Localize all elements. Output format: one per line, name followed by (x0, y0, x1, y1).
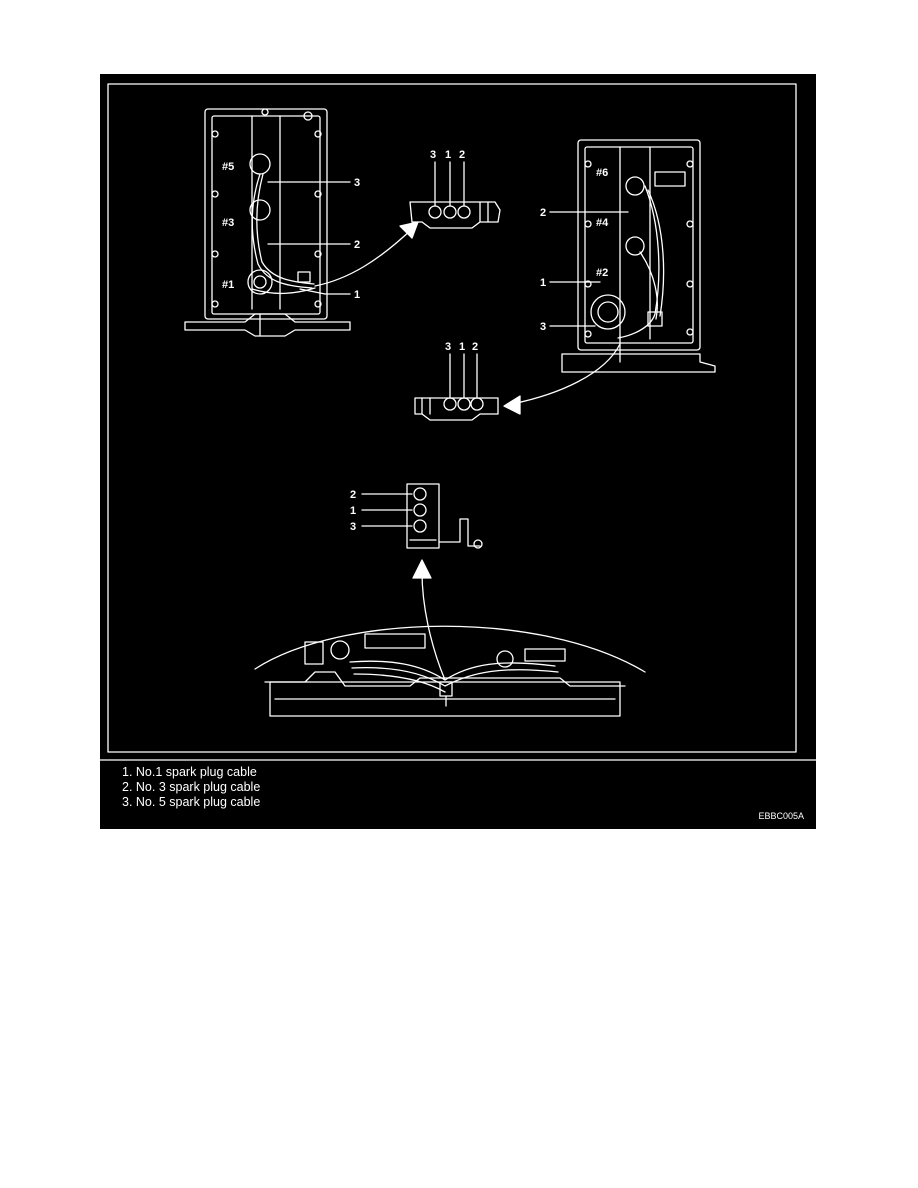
engine-view (254, 625, 646, 717)
arrow-engine-to-clamp (421, 571, 446, 681)
left-cylinder-label-2: #3 (222, 217, 234, 229)
arrow-head-left (399, 221, 419, 239)
clamp-middle: 3 1 2 (414, 341, 499, 421)
right-callout-1: 2 (540, 207, 546, 219)
clamp-bottom-slot-2: 1 (350, 505, 356, 517)
right-cylinder-head: #6 #4 #2 2 1 3 (540, 139, 716, 373)
clamp-top-slot-1: 3 (430, 149, 436, 161)
left-cylinder-label-3: #1 (222, 279, 234, 291)
right-cylinder-label-2: #4 (596, 217, 609, 229)
right-cylinder-label-1: #6 (596, 167, 608, 179)
right-cylinder-label-3: #2 (596, 267, 608, 279)
left-callout-3: 1 (354, 289, 360, 301)
diagram-border (107, 83, 797, 753)
legend-item-1: 1. No.1 spark plug cable (122, 765, 257, 779)
left-callout-2: 2 (354, 239, 360, 251)
right-callout-2: 1 (540, 277, 546, 289)
left-callout-1: 3 (354, 177, 360, 189)
arrow-head-right (503, 395, 521, 415)
clamp-middle-slot-1: 3 (445, 341, 451, 353)
clamp-top: 3 1 2 (409, 149, 501, 229)
clamp-bottom-slot-1: 2 (350, 489, 356, 501)
figure-code: EBBC005A (758, 811, 804, 821)
arrow-left-to-clamp (314, 228, 413, 287)
diagram-figure: #5 #3 #1 3 2 1 3 1 2 (100, 74, 816, 829)
left-cylinder-label-1: #5 (222, 161, 234, 173)
right-callout-3: 3 (540, 321, 546, 333)
arrow-right-to-clamp (511, 343, 621, 405)
clamp-bottom: 2 1 3 (350, 483, 483, 549)
clamp-bottom-slot-3: 3 (350, 521, 356, 533)
clamp-top-slot-3: 2 (459, 149, 465, 161)
left-cylinder-head: #5 #3 #1 3 2 1 (184, 108, 360, 337)
legend-item-3: 3. No. 5 spark plug cable (122, 795, 261, 809)
arrow-head-bottom (412, 559, 432, 579)
diagram-drawing: #5 #3 #1 3 2 1 3 1 2 (100, 83, 816, 761)
legend-item-2: 2. No. 3 spark plug cable (122, 780, 261, 794)
clamp-middle-slot-2: 1 (459, 341, 465, 353)
clamp-middle-slot-3: 2 (472, 341, 478, 353)
clamp-top-slot-2: 1 (445, 149, 451, 161)
